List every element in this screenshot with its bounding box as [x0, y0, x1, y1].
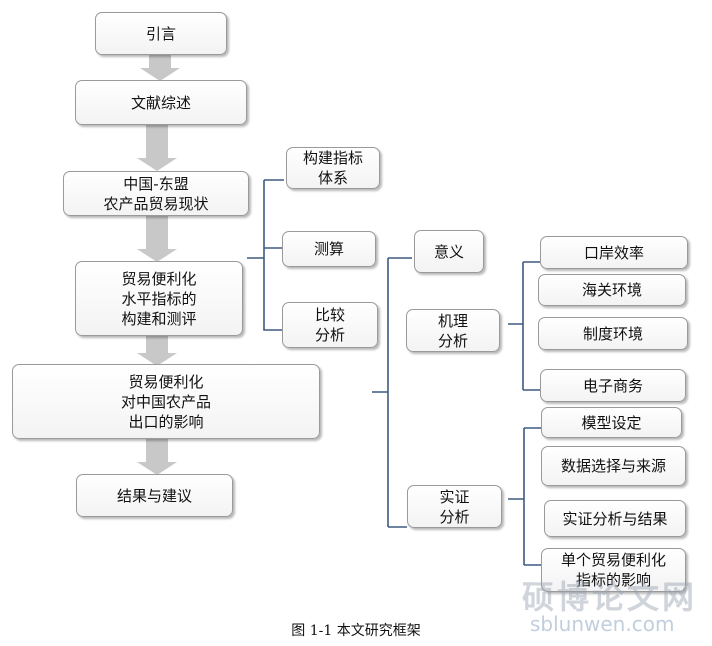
box-index-construction: 贸易便利化 水平指标的 构建和测评 — [75, 261, 243, 336]
box-customs-environment: 海关环境 — [538, 274, 686, 306]
box-data-selection: 数据选择与来源 — [541, 446, 686, 486]
box-port-efficiency: 口岸效率 — [540, 236, 688, 269]
box-mechanism: 机理 分析 — [406, 309, 500, 352]
flow-arrow — [137, 439, 177, 475]
box-single-indicator-impact: 单个贸易便利化 指标的影响 — [541, 548, 686, 592]
box-impact: 贸易便利化 对中国农产品 出口的影响 — [12, 364, 320, 439]
box-e-commerce: 电子商务 — [540, 369, 686, 402]
box-empirical-results: 实证分析与结果 — [544, 500, 686, 537]
figure-caption: 图 1-1 本文研究框架 — [291, 623, 421, 639]
bracket-mechanism — [508, 261, 540, 391]
flow-arrow — [137, 336, 177, 366]
bracket-impact — [372, 257, 412, 528]
box-intro: 引言 — [95, 12, 227, 55]
box-build-index-system: 构建指标 体系 — [286, 147, 380, 189]
box-institutional-environment: 制度环境 — [538, 317, 688, 350]
box-literature-review: 文献综述 — [75, 80, 247, 125]
watermark-url: sblunwen.com — [530, 612, 675, 636]
bracket-index — [247, 179, 284, 331]
box-conclusion: 结果与建议 — [76, 474, 233, 517]
box-model-setting: 模型设定 — [541, 407, 682, 438]
flow-arrow — [140, 55, 180, 81]
bracket-empirical — [508, 427, 541, 566]
box-meaning: 意义 — [414, 230, 484, 273]
box-empirical: 实证 分析 — [407, 485, 502, 528]
flow-arrow — [137, 125, 177, 171]
box-trade-status: 中国-东盟 农产品贸易现状 — [63, 171, 249, 216]
box-compare: 比较 分析 — [282, 302, 378, 348]
box-measure: 测算 — [282, 231, 376, 267]
flow-arrow — [137, 216, 177, 262]
watermark-logo: 硕博论文网 — [522, 578, 698, 616]
